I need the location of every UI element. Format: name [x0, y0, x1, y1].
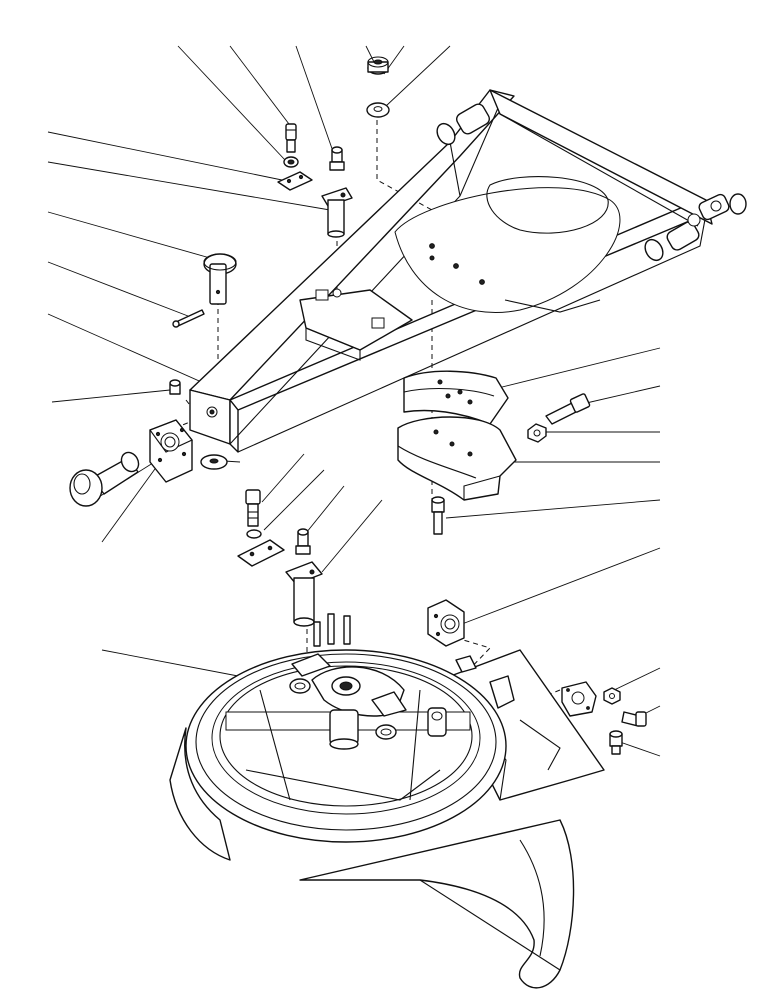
frame-pivot-pin [436, 103, 490, 146]
lower-grease-nipple [295, 528, 311, 555]
pivot-pin [321, 187, 353, 238]
leader-line [385, 45, 451, 107]
socket-screw [431, 496, 445, 535]
upper-wear-pad [403, 370, 509, 425]
frame-pivot-pin [698, 193, 747, 221]
leader-line [47, 313, 207, 385]
long-bolt [545, 393, 591, 425]
small-bracket [561, 681, 597, 717]
leader-line [47, 211, 211, 259]
lower-lock-plate [237, 539, 285, 567]
leader-line [263, 469, 325, 531]
leader-line [619, 741, 661, 757]
turntable-base [169, 613, 605, 989]
leader-line [51, 389, 171, 403]
lower-bolt [245, 489, 261, 527]
a-frame-drawbar [189, 89, 747, 453]
leader-line [261, 453, 305, 503]
release-lever [291, 653, 515, 737]
leader-line [295, 45, 337, 161]
leader-line [101, 461, 161, 543]
flat-washer [200, 454, 228, 470]
leader-line [229, 45, 293, 129]
leader-line [101, 649, 239, 677]
small-nut [603, 687, 621, 705]
cotter-pin [172, 309, 205, 328]
bearing-flange [149, 419, 193, 483]
small-bolt [621, 711, 647, 727]
leader-line [489, 347, 661, 391]
leader-line [461, 547, 661, 625]
leader-line [47, 161, 331, 211]
leader-line [301, 485, 345, 539]
lock-plate [277, 171, 313, 191]
leader-line [581, 385, 661, 405]
top-bolt [283, 123, 299, 168]
side-flange-block [427, 599, 465, 647]
leader-line [47, 261, 189, 317]
leader-line [445, 499, 661, 519]
top-washer [366, 102, 390, 118]
leader-line [609, 667, 661, 693]
frame-pivot-pin [644, 221, 700, 262]
lower-pivot-pin [285, 561, 323, 627]
clevis-pin [203, 253, 237, 305]
hex-nut [527, 423, 547, 443]
small-fitting [609, 730, 623, 755]
small-grease-fitting [169, 379, 181, 395]
leader-line [177, 45, 286, 161]
hitch-knob [69, 451, 140, 507]
lower-wear-pad [397, 416, 517, 501]
top-nut [367, 56, 389, 75]
leader-line [321, 499, 383, 573]
leader-line [47, 131, 283, 181]
lower-lock-washer [246, 529, 262, 539]
grease-nipple [329, 146, 345, 171]
